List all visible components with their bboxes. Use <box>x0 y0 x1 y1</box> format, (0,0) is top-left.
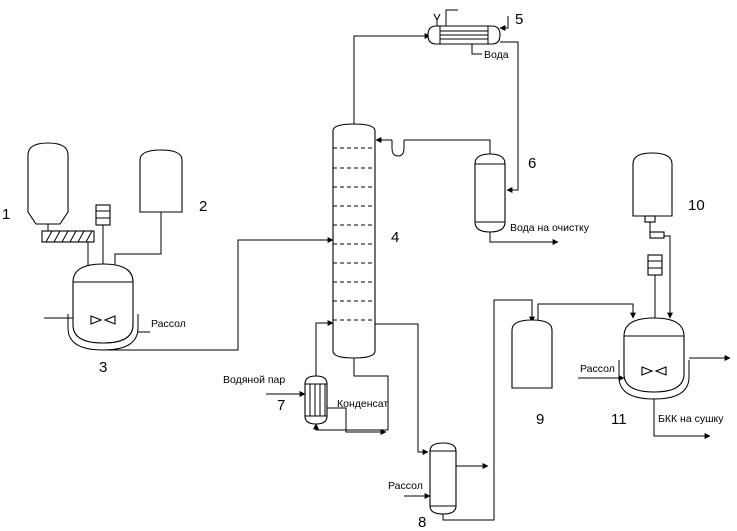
label-10: 10 <box>688 197 705 214</box>
label-9: 9 <box>536 411 544 428</box>
label-6: 6 <box>528 155 536 172</box>
label-5: 5 <box>515 11 523 28</box>
label-1: 1 <box>2 206 10 223</box>
tank-2 <box>114 149 183 268</box>
cooler-8 <box>404 442 489 515</box>
tank-9 <box>511 319 553 389</box>
label-water-purify: Вода на очистку <box>510 222 590 234</box>
condenser-5 <box>427 9 509 55</box>
label-condensate: Конденсат <box>337 398 388 410</box>
hopper-1 <box>27 142 69 225</box>
label-8: 8 <box>418 514 426 531</box>
label-11: 11 <box>611 411 627 428</box>
reactor-3 <box>44 204 150 351</box>
reactor-11 <box>578 254 731 439</box>
label-brine-11: Рассол <box>580 363 615 375</box>
screw-feeder-1 <box>41 224 95 268</box>
label-2: 2 <box>199 198 207 215</box>
tank-10 <box>632 152 673 319</box>
label-bkk-drying: БКК на сушку <box>658 413 724 425</box>
label-4: 4 <box>391 229 399 246</box>
label-7: 7 <box>277 397 285 414</box>
label-brine-8: Рассол <box>388 480 423 492</box>
label-3: 3 <box>99 359 107 376</box>
reboiler-7 <box>266 375 387 435</box>
column-4 <box>332 123 376 359</box>
label-water-5: Вода <box>484 49 509 61</box>
separator-6 <box>474 153 559 245</box>
label-brine-3: Рассол <box>151 318 186 330</box>
label-steam: Водяной пар <box>223 374 285 386</box>
